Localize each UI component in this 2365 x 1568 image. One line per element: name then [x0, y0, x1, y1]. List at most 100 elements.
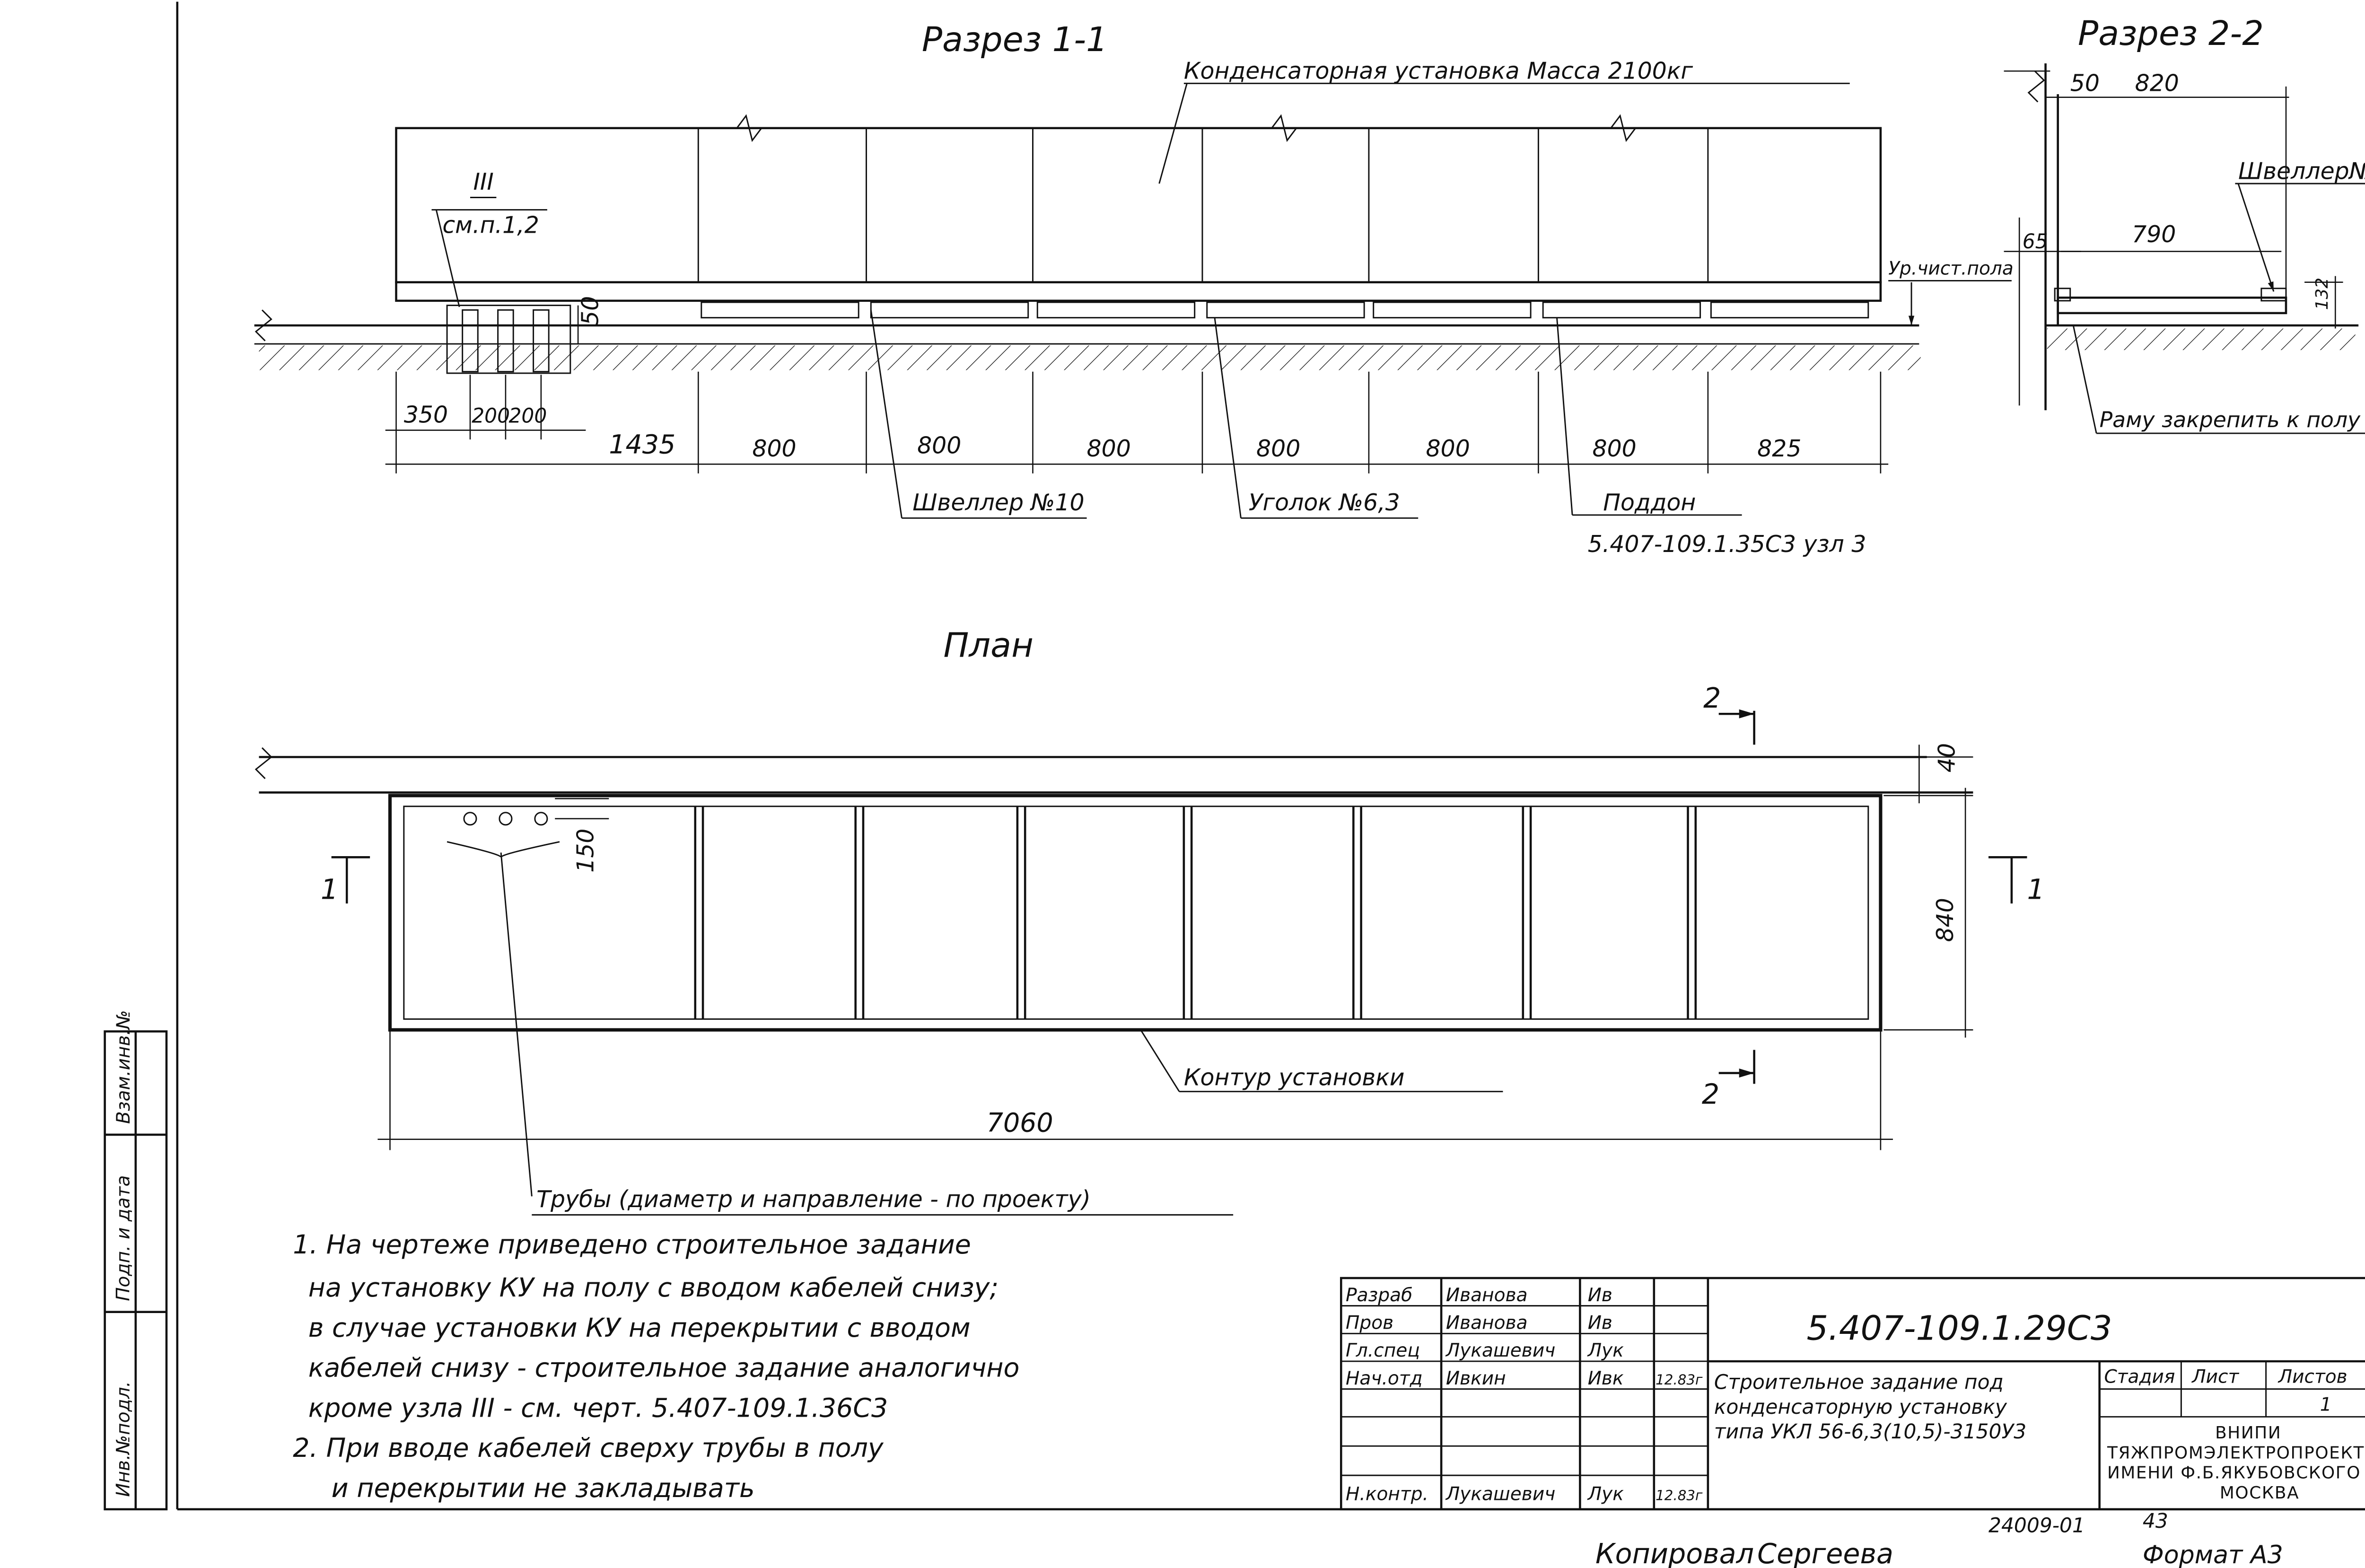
tb-date-1: 12.83г [1656, 1372, 1703, 1388]
dim-150: 150 [572, 829, 599, 873]
note-line-3: в случае установки КУ на перекрытии с вв… [308, 1313, 971, 1343]
frame-fix-label: Раму закрепить к полу [2100, 407, 2361, 432]
dim-1435: 1435 [609, 429, 675, 460]
footer-page: 43 [2143, 1509, 2168, 1533]
dim-200b: 200 [508, 404, 547, 427]
dim-800-6: 800 [1592, 435, 1636, 462]
tb-sign-2: Лук [1587, 1340, 1624, 1361]
note-line-1: 1. На чертеже приведено строительное зад… [293, 1230, 971, 1260]
contour-label: Контур установки [1184, 1064, 1405, 1091]
section-2-2: Разрез 2-2 50 820 790 65 Швеллер№5 132 [2004, 13, 2365, 434]
cut-marks-1: 1 1 [321, 856, 2045, 905]
tb-role-0: Разраб [1346, 1285, 1412, 1306]
channel-5-label: Швеллер№5 [2238, 158, 2365, 184]
floor-hatch-2 [2047, 328, 2356, 350]
tb-col-sheet: Лист [2191, 1367, 2239, 1388]
note-line-6: 2. При вводе кабелей сверху трубы в полу [293, 1433, 884, 1463]
pallets [701, 301, 1869, 319]
note-line-7: и перекрытии не закладывать [332, 1473, 755, 1504]
dim-200a: 200 [472, 404, 510, 427]
plan-title: План [943, 625, 1034, 665]
leaders-1-1 [870, 310, 1742, 519]
cut-2-top: 2 [1703, 682, 1721, 714]
node-iii: III см.п.1,2 50 [431, 168, 604, 374]
tb-norm-name: Лукашевич [1445, 1483, 1555, 1505]
tb-sheets-value: 1 [2320, 1394, 2332, 1415]
notes: 1. На чертеже приведено строительное зад… [293, 1230, 1019, 1504]
footer-format: Формат А3 [2143, 1541, 2283, 1568]
dim-840: 840 [1932, 898, 1959, 942]
pipes-label: Трубы (диаметр и направление - по проект… [536, 1186, 1091, 1213]
note-line-4: кабелей снизу - строительное задание ана… [308, 1353, 1020, 1384]
dim-7060: 7060 [987, 1108, 1053, 1138]
tb-col-stage: Стадия [2104, 1367, 2175, 1388]
tb-sign-1: Ив [1588, 1313, 1612, 1334]
footer: 24009-01 43 Копировал Сергеева Формат А3 [1595, 1509, 2283, 1568]
tb-desc-2: конденсаторную установку [1714, 1395, 2007, 1419]
dim-2-2-820: 820 [2135, 70, 2179, 97]
tb-role-2: Гл.спец [1346, 1340, 1420, 1361]
cut-1-left: 1 [321, 873, 338, 905]
note-line-2: на установку КУ на полу с вводом кабелей… [308, 1273, 999, 1303]
footer-copier: Сергеева [1757, 1538, 1893, 1568]
section-1-1: Разрез 1-1 Конденсаторная установка Масс… [254, 19, 2014, 558]
tb-norm-sign: Лук [1587, 1483, 1624, 1505]
footer-archive: 24009-01 [1988, 1514, 2085, 1537]
tb-name-1: Иванова [1446, 1313, 1528, 1334]
tb-desc-3: типа УКЛ 56-6,3(10,5)-3150У3 [1714, 1420, 2026, 1443]
tb-name-2: Лукашевич [1445, 1340, 1555, 1361]
dim-800-1: 800 [752, 435, 796, 462]
cut-2-bottom: 2 [1702, 1078, 1719, 1111]
tb-norm-role: Н.контр. [1346, 1483, 1428, 1505]
break-marks [736, 114, 1636, 142]
pipes: 150 [447, 798, 609, 1197]
floor-hatch [259, 345, 1921, 370]
tb-role-3: Нач.отд [1346, 1368, 1423, 1389]
tb-org-4: МОСКВА [2220, 1483, 2299, 1503]
node-ref-text: см.п.1,2 [442, 211, 539, 238]
tb-role-1: Пров [1346, 1313, 1393, 1334]
note-line-5: кроме узла III - см. черт. 5.407-109.1.3… [308, 1393, 888, 1423]
footer-copied: Копировал [1595, 1538, 1754, 1568]
dim-1-1-50: 50 [577, 296, 604, 325]
dim-2-2-65: 65 [2023, 230, 2048, 253]
stamp-repl: Взам.инв.№ [113, 1010, 134, 1124]
cut-1-right: 1 [2027, 873, 2044, 905]
tb-org-3: ИМЕНИ Ф.Б.ЯКУБОВСКОГО [2107, 1463, 2361, 1483]
section-2-2-title: Разрез 2-2 [2078, 13, 2264, 53]
dim-800-3: 800 [1087, 435, 1131, 462]
stamp-sign: Подп. и дата [113, 1175, 134, 1301]
dim-2-2-50: 50 [2070, 70, 2100, 97]
pallet-ref-label: 5.407-109.1.35С3 узл 3 [1588, 531, 1866, 558]
tb-sign-3: Ивк [1588, 1368, 1624, 1389]
dim-2-2-132: 132 [2312, 278, 2332, 310]
dim-chain-1-1 [385, 371, 1889, 473]
tb-org-1: ВНИПИ [2215, 1423, 2281, 1443]
dim-350: 350 [404, 401, 448, 428]
tb-date-2: 12.83г [1656, 1487, 1703, 1503]
dim-40: 40 [1933, 743, 1960, 772]
tb-col-sheets: Листов [2277, 1367, 2347, 1388]
tb-name-0: Иванова [1446, 1285, 1528, 1306]
cabinet-dividers [697, 128, 1709, 282]
dim-800-4: 800 [1256, 435, 1300, 462]
dim-800-5: 800 [1426, 435, 1470, 462]
pallet-label: Поддон [1603, 489, 1696, 516]
tb-desc-1: Строительное задание под [1714, 1371, 2004, 1394]
angle-63-label: Уголок №6,3 [1249, 489, 1400, 516]
dim-825: 825 [1757, 435, 1801, 462]
tb-org-2: ТЯЖПРОМЭЛЕКТРОПРОЕКТ [2107, 1443, 2365, 1463]
tb-sign-0: Ив [1588, 1285, 1612, 1306]
unit-label: Конденсаторная установка Масса 2100кг [1184, 58, 1693, 85]
node-ref-num: III [473, 168, 493, 195]
tb-name-3: Ивкин [1446, 1368, 1506, 1389]
title-block: Разраб Пров Гл.спец Нач.отд Иванова Иван… [1340, 1277, 2365, 1511]
section-1-1-title: Разрез 1-1 [922, 19, 1108, 59]
plan-view: План [254, 625, 2045, 1216]
floor-level-label: Ур.чист.пола [1888, 258, 2014, 279]
side-stamp: Инв.№подл. Подп. и дата Взам.инв.№ [104, 1010, 168, 1511]
dim-2-2-790: 790 [2132, 221, 2176, 248]
channel-10-label: Швеллер №10 [912, 489, 1084, 516]
stamp-inv: Инв.№подл. [113, 1381, 134, 1497]
